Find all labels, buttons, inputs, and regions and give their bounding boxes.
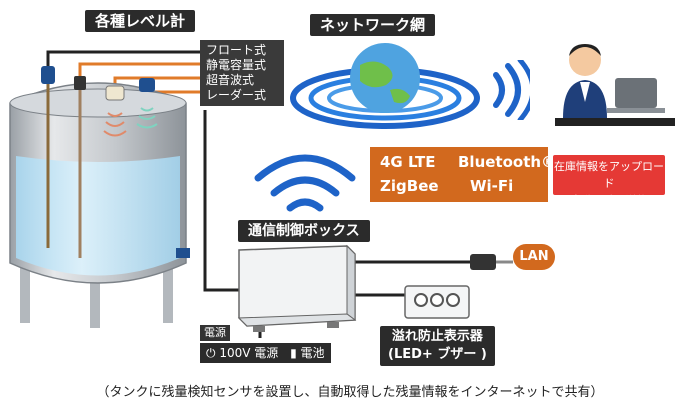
control-box-illustration: [237, 244, 357, 332]
globe-icon: [290, 43, 480, 129]
network-title: ネットワーク網: [310, 14, 436, 36]
sensor-type-capacitance: 静電容量式: [206, 58, 267, 72]
overflow-display-label: 溢れ防止表示器 (LED+ ブザー ): [380, 326, 495, 366]
protocol-zigbee: ZigBee: [380, 177, 439, 195]
wifi-icon: [254, 154, 356, 212]
overflow-display-line2: (LED+ ブザー ): [388, 347, 487, 362]
power-label: 電源: [200, 325, 230, 341]
upload-note-line1: 在庫情報をアップロード: [554, 160, 664, 190]
plug-icon: ⏻: [206, 346, 216, 360]
lan-badge: LAN: [513, 244, 555, 270]
sensor-type-list: フロート式 静電容量式 超音波式 レーダー式: [200, 40, 284, 106]
wifi-icon: [493, 60, 530, 120]
protocol-bluetooth: Bluetooth®: [458, 153, 557, 171]
overflow-display-line1: 溢れ防止表示器: [391, 329, 483, 344]
wireless-protocols-box: 4G LTE Bluetooth® ZigBee Wi-Fi: [370, 147, 556, 202]
power-battery: 電池: [300, 346, 325, 360]
control-box-title: 通信制御ボックス: [238, 220, 370, 242]
footer-caption: （タンクに残量検知センサを設置し、自動取得した残量情報をインターネットで共有）: [96, 385, 604, 400]
sensor-type-ultrasonic: 超音波式: [206, 73, 255, 87]
overflow-display-illustration: [404, 285, 470, 319]
protocol-wifi: Wi-Fi: [470, 177, 514, 195]
wire-to-box: [203, 110, 240, 292]
upload-note-line2: （自動・随時送信）: [559, 194, 659, 207]
upload-note: 在庫情報をアップロード （自動・随時送信）: [553, 155, 665, 207]
sensor-type-float: フロート式: [206, 43, 267, 57]
protocol-lte: 4G LTE: [380, 153, 436, 171]
wire-float: [46, 50, 200, 68]
lan-connector: [470, 254, 496, 270]
tank-title: 各種レベル計: [85, 10, 196, 32]
person-laptop-icon: [555, 44, 675, 126]
battery-icon: ▮: [290, 346, 297, 360]
tank-illustration: [9, 66, 190, 328]
sensor-type-radar: レーダー式: [206, 88, 267, 102]
power-options: ⏻ 100V 電源 ▮ 電池: [200, 343, 331, 363]
wire-capacitance: [78, 62, 200, 80]
power-ac: 100V 電源: [219, 346, 279, 360]
